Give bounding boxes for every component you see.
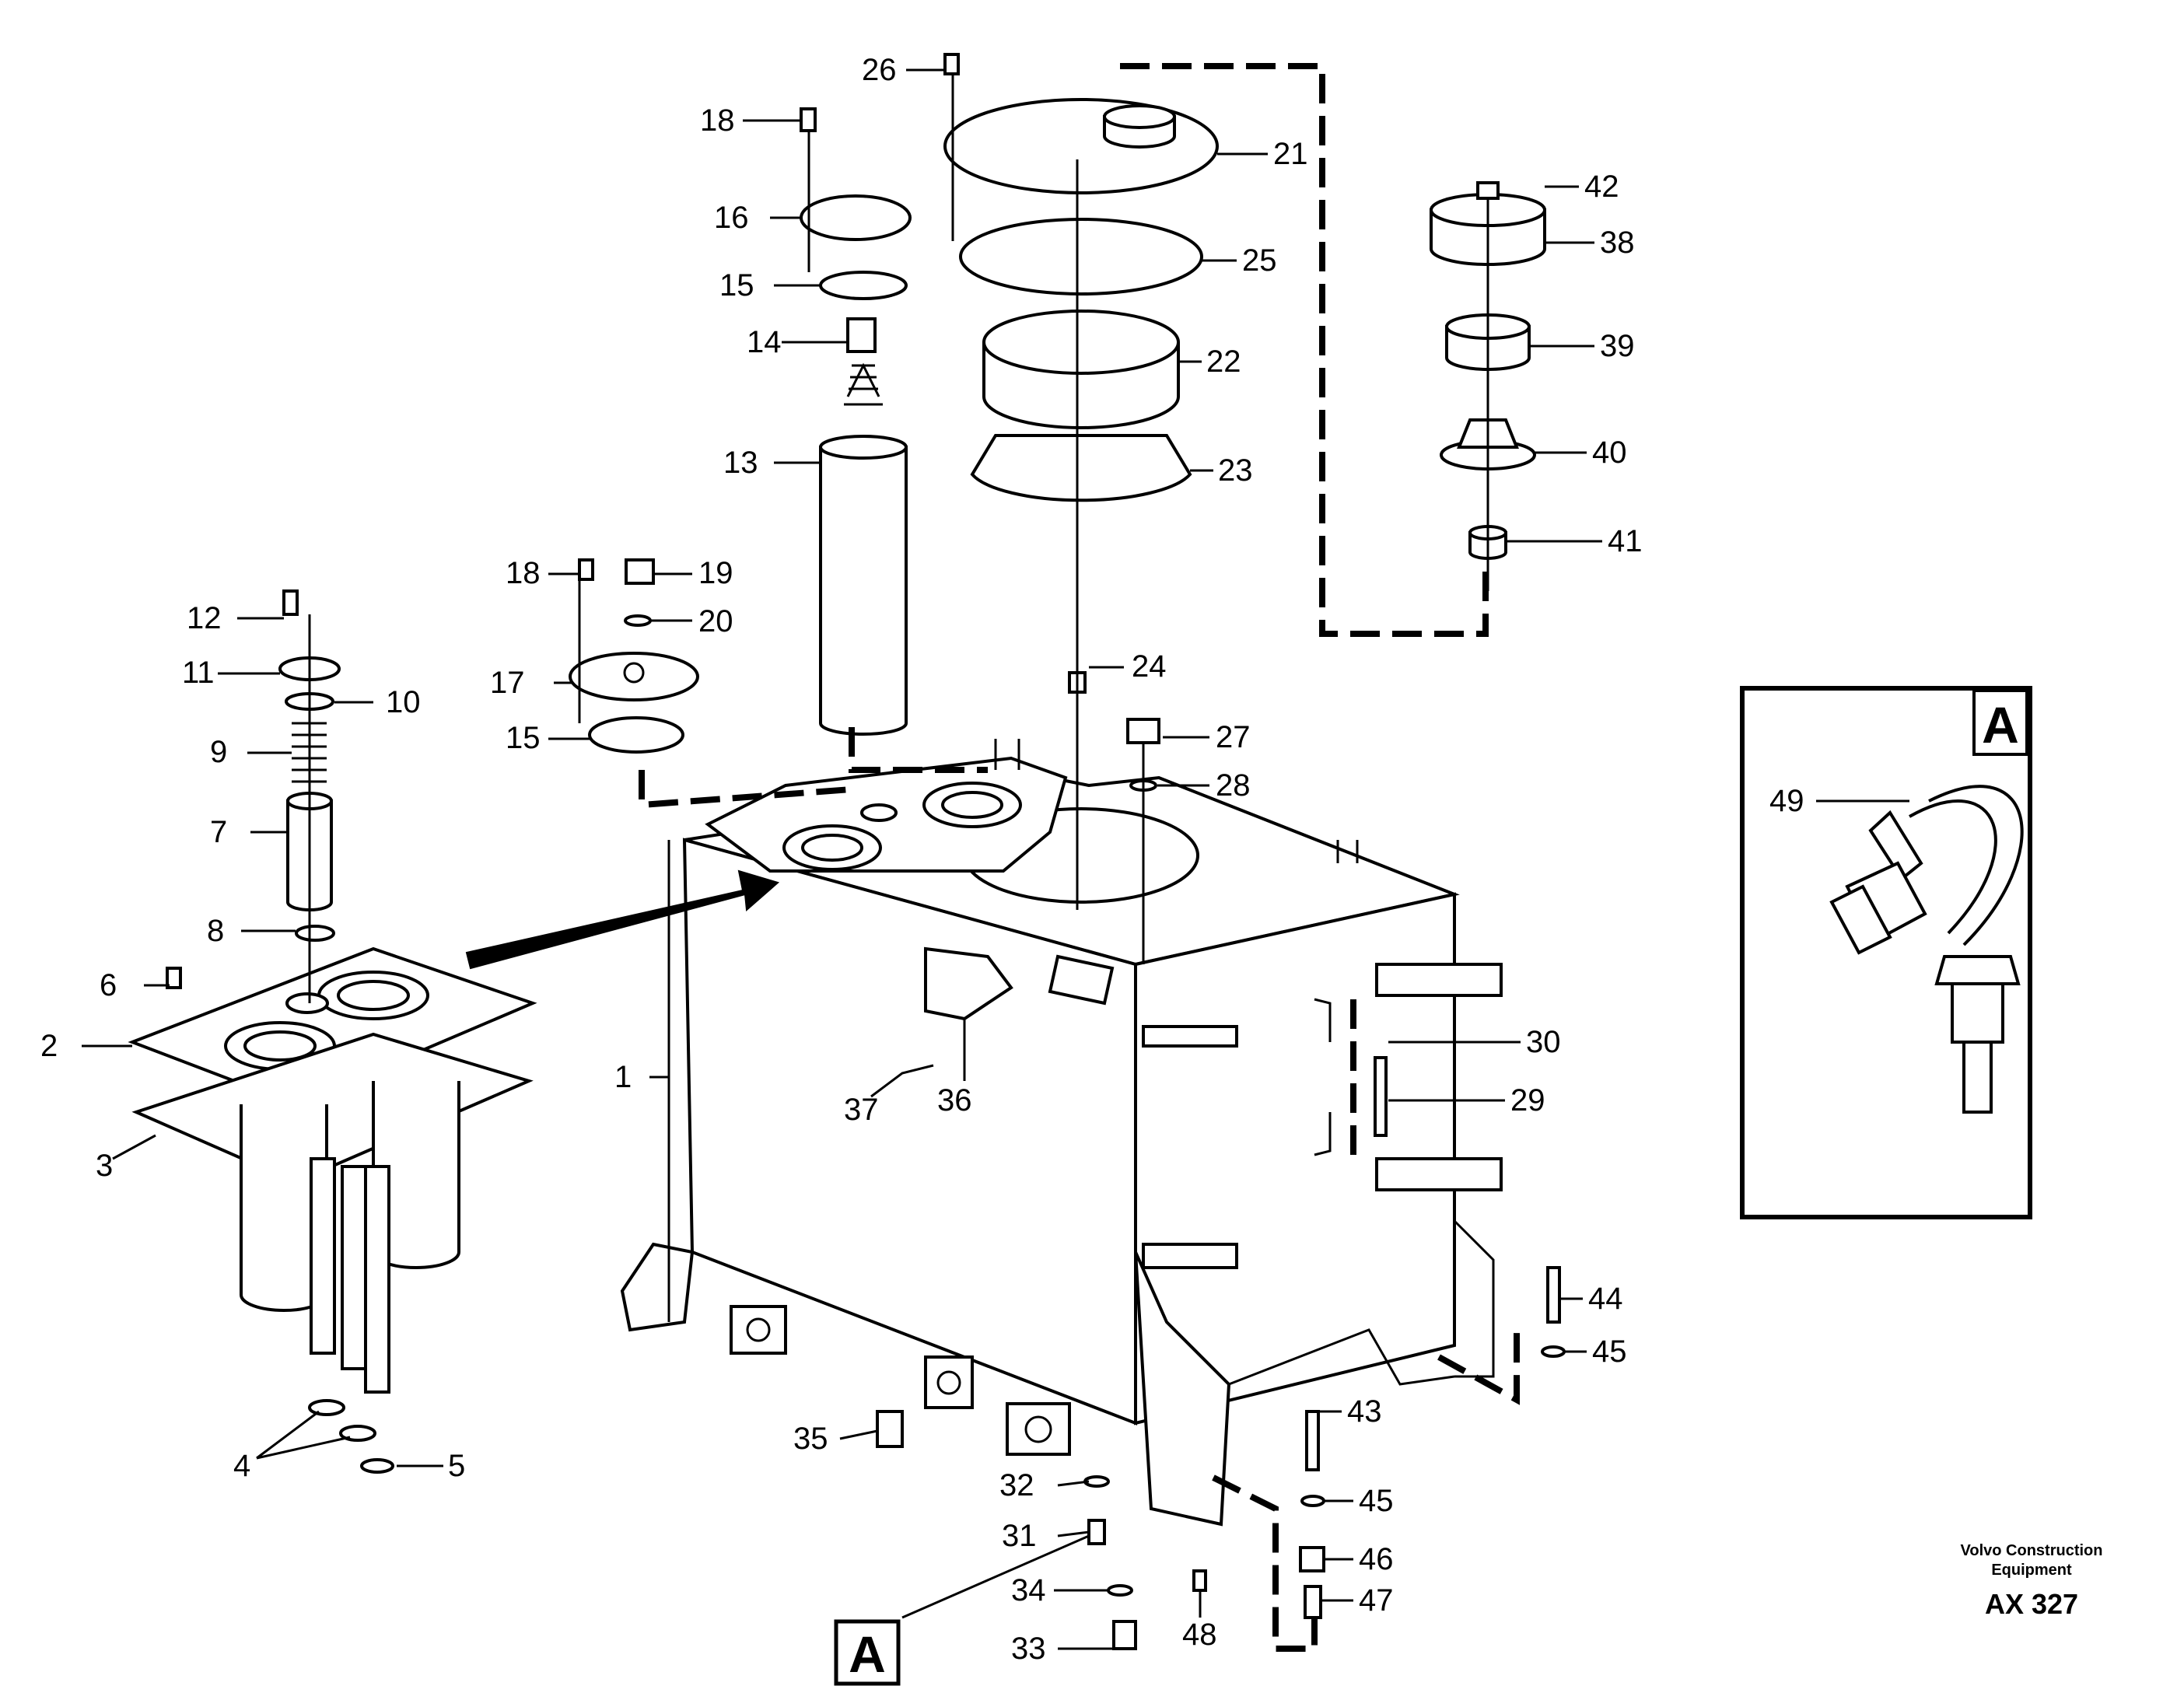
callout-a-letter: A (849, 1625, 886, 1683)
label-19: 19 (698, 556, 733, 590)
label-22: 22 (1206, 345, 1241, 379)
label-15-bottom: 15 (506, 721, 541, 755)
label-36: 36 (937, 1083, 972, 1118)
label-29: 29 (1510, 1083, 1545, 1118)
label-17: 17 (490, 666, 525, 700)
label-13: 13 (723, 446, 758, 480)
drawing-code: AX 327 (1985, 1588, 2078, 1620)
tank-cover-stack (943, 53, 1219, 792)
label-45-lower: 45 (1359, 1484, 1394, 1518)
label-9: 9 (210, 735, 227, 769)
callout-a: A (834, 1619, 901, 1686)
callout-a-box (834, 1619, 901, 1686)
label-5: 5 (448, 1449, 465, 1483)
label-26: 26 (862, 53, 897, 87)
label-4: 4 (233, 1449, 250, 1483)
label-45-right: 45 (1592, 1334, 1627, 1369)
label-49: 49 (1769, 784, 1804, 818)
label-27: 27 (1216, 720, 1251, 754)
label-18-top: 18 (700, 103, 735, 138)
label-6: 6 (100, 968, 117, 1002)
label-33: 33 (1011, 1632, 1046, 1666)
label-16: 16 (714, 201, 749, 235)
label-48: 48 (1182, 1618, 1217, 1652)
label-44: 44 (1588, 1282, 1623, 1316)
label-39: 39 (1600, 329, 1635, 363)
leader-lines (82, 68, 1602, 1650)
label-10: 10 (386, 685, 421, 719)
label-8: 8 (207, 914, 224, 948)
label-38: 38 (1600, 226, 1635, 260)
explosion-axis-lines (308, 74, 1489, 1003)
label-18-mid: 18 (506, 556, 541, 590)
detail-letter: A (1982, 696, 2019, 754)
label-21: 21 (1273, 137, 1308, 171)
label-40: 40 (1592, 435, 1627, 470)
label-42: 42 (1584, 170, 1619, 204)
return-filter-assembly (128, 589, 537, 1474)
detail-letter-box (1972, 689, 2028, 756)
label-12: 12 (187, 601, 222, 635)
label-34: 34 (1011, 1573, 1046, 1607)
label-3: 3 (96, 1149, 113, 1183)
label-43: 43 (1347, 1394, 1382, 1429)
label-32: 32 (999, 1468, 1034, 1502)
label-1: 1 (614, 1060, 632, 1094)
label-47: 47 (1359, 1583, 1394, 1618)
label-23: 23 (1218, 453, 1253, 488)
label-15-top: 15 (719, 268, 754, 303)
label-14: 14 (747, 325, 782, 359)
hydraulic-tank (620, 739, 1503, 1527)
label-11: 11 (182, 656, 215, 690)
detail-view-a: A (1740, 686, 2032, 1219)
brand-line-2: Equipment (1991, 1562, 2072, 1579)
assembly-dashed-lines (639, 63, 1520, 1652)
label-41: 41 (1608, 524, 1643, 558)
breather-filter-column (569, 107, 912, 754)
brand-line-1: Volvo Construction (1961, 1542, 2103, 1559)
label-46: 46 (1359, 1542, 1394, 1576)
part-labels: 1 2 3 4 5 6 7 8 9 10 11 12 13 14 15 15 1… (40, 53, 1804, 1666)
label-25: 25 (1242, 243, 1277, 278)
label-7: 7 (210, 815, 227, 849)
assembly-arrow (465, 869, 780, 970)
label-37: 37 (844, 1093, 879, 1127)
label-24: 24 (1132, 649, 1167, 684)
label-28: 28 (1216, 768, 1251, 803)
label-2: 2 (40, 1029, 58, 1063)
label-35: 35 (793, 1422, 828, 1456)
label-31: 31 (1002, 1519, 1037, 1553)
label-20: 20 (698, 604, 733, 638)
label-30: 30 (1526, 1025, 1561, 1059)
detail-frame (1740, 686, 2032, 1219)
drawing-footer: Volvo Construction Equipment AX 327 (1961, 1542, 2103, 1620)
